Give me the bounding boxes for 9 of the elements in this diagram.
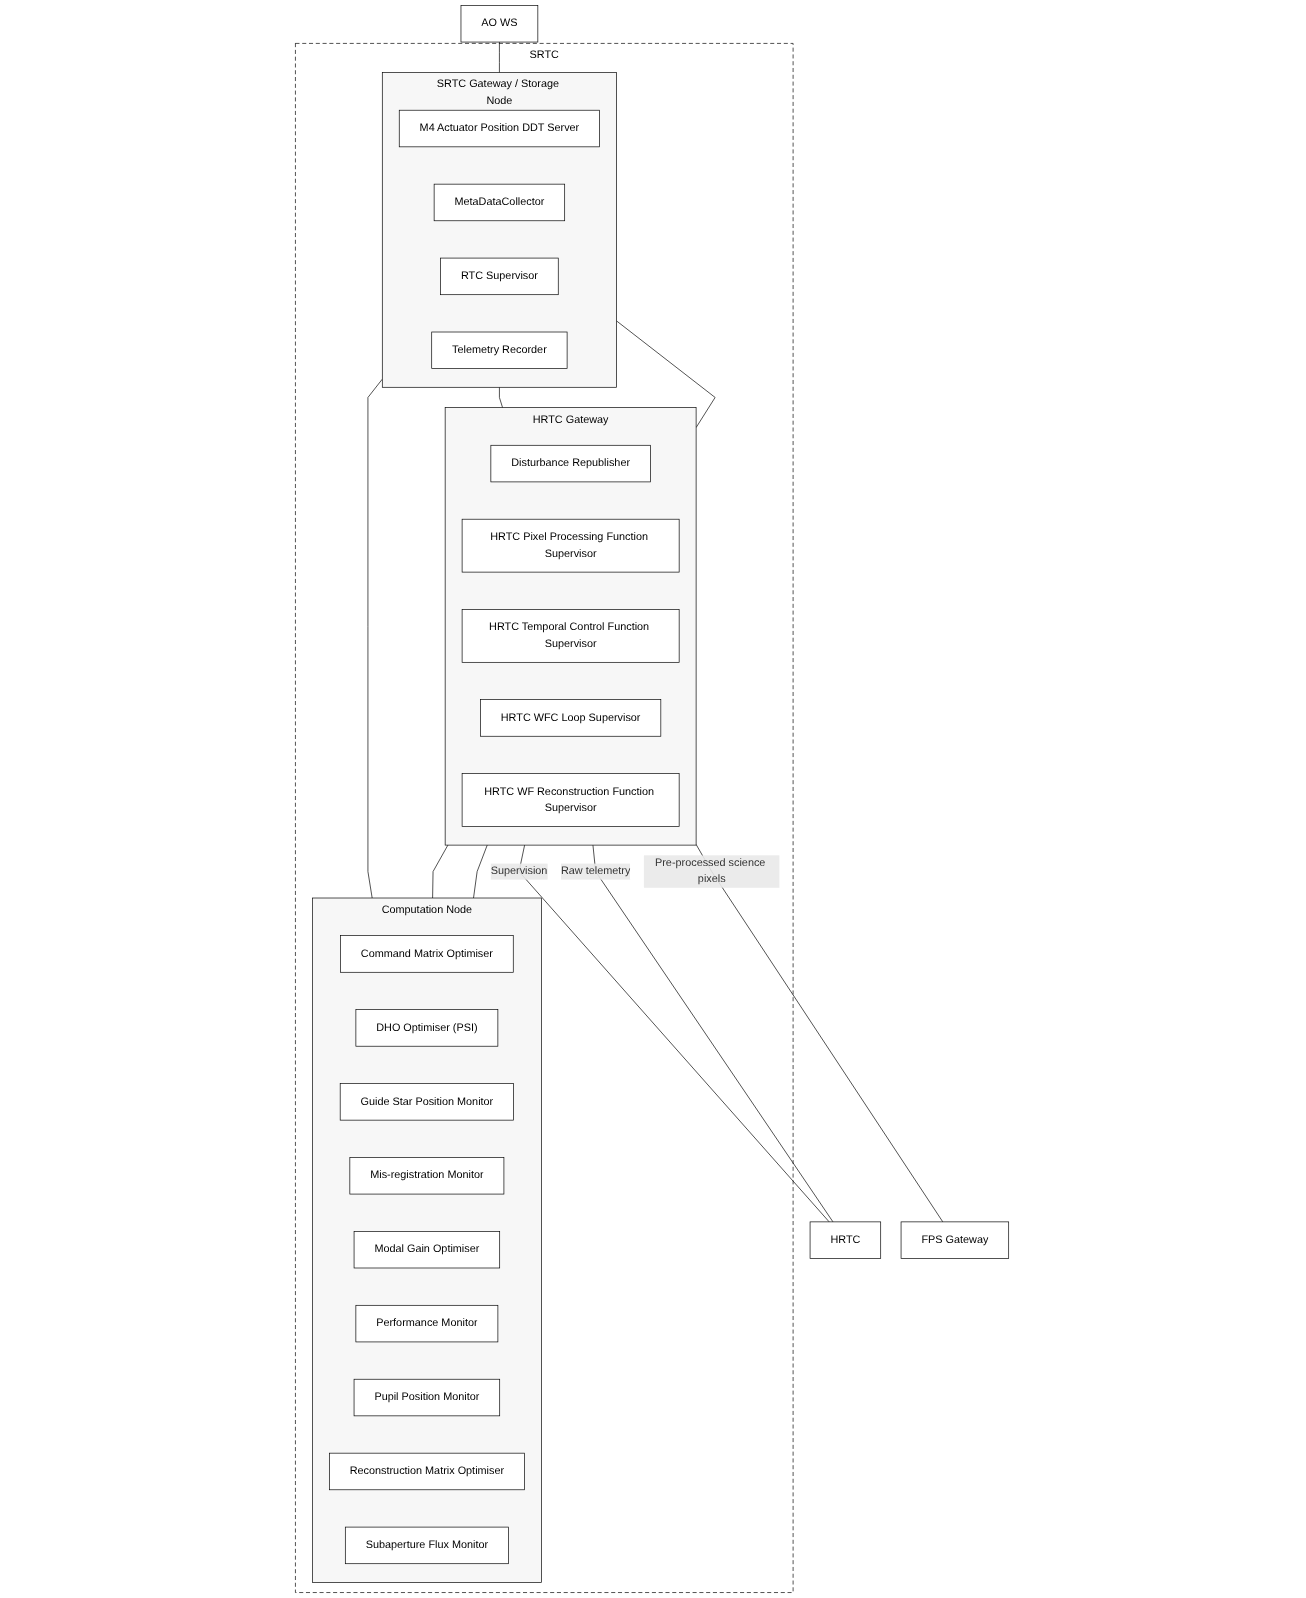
connector [593,844,835,1223]
connector [474,844,489,899]
connector [696,844,945,1223]
connector [433,844,450,899]
connector [368,378,384,899]
connector [500,41,501,73]
connector [617,320,717,428]
connector [500,386,504,408]
connector [519,844,831,1223]
